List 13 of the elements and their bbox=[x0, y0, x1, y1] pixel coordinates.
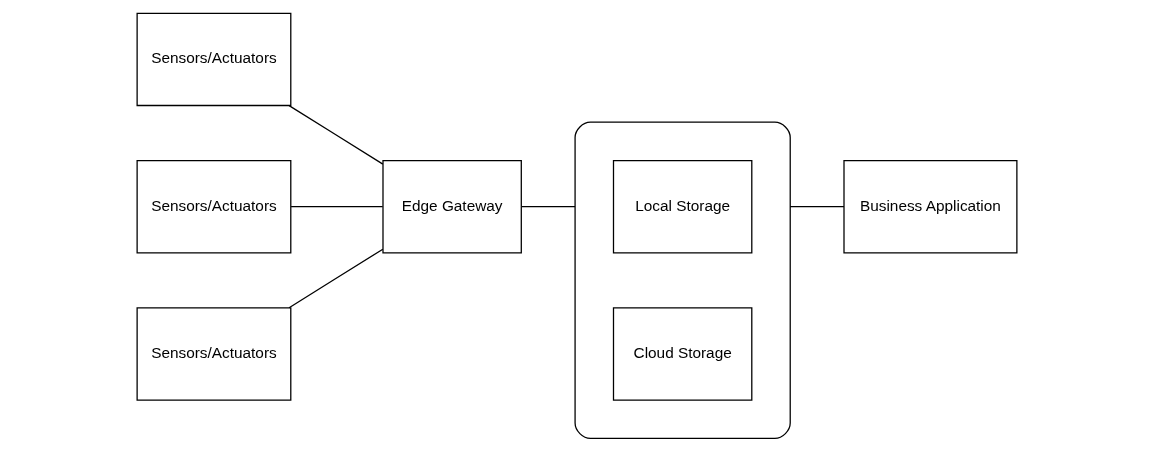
connector bbox=[520, 206, 576, 208]
node-box: Edge Gateway bbox=[381, 159, 522, 254]
node-box: Cloud Storage bbox=[612, 307, 752, 401]
node-box: Sensors/Actuators bbox=[136, 159, 291, 254]
cluster bbox=[573, 121, 791, 440]
connector bbox=[289, 206, 383, 208]
connector bbox=[789, 206, 845, 208]
connector bbox=[288, 248, 383, 309]
node-box: Sensors/Actuators bbox=[136, 12, 291, 107]
node-box: Local Storage bbox=[612, 159, 752, 254]
node-box: Sensors/Actuators bbox=[136, 307, 291, 401]
connector bbox=[288, 104, 383, 165]
node-box: Business Application bbox=[842, 159, 1017, 254]
